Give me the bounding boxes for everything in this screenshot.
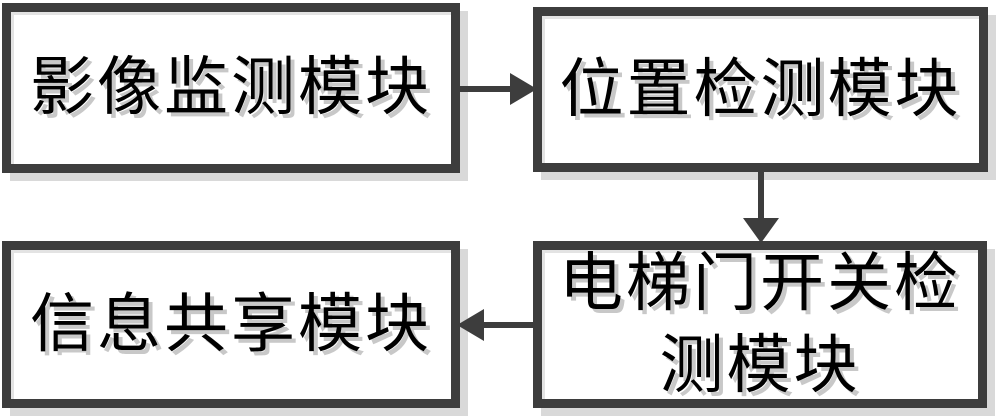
node-label: 影像监测模块 bbox=[30, 52, 432, 124]
arrow-position-to-elevator-door bbox=[743, 171, 779, 243]
arrowhead-right-icon bbox=[510, 73, 537, 105]
arrowhead-down-icon bbox=[743, 218, 779, 243]
node-image-monitoring-module: 影像监测模块 bbox=[2, 3, 460, 173]
arrow-image-to-position bbox=[458, 73, 537, 105]
arrow-elevator-door-to-information-sharing bbox=[457, 309, 536, 341]
node-label: 电梯门开关检 测模块 bbox=[559, 247, 961, 401]
arrowhead-left-icon bbox=[457, 309, 484, 341]
node-elevator-door-detection-module: 电梯门开关检 测模块 bbox=[533, 241, 987, 408]
node-position-detection-module: 位置检测模块 bbox=[533, 7, 988, 172]
node-label: 位置检测模块 bbox=[559, 53, 962, 125]
node-information-sharing-module: 信息共享模块 bbox=[2, 241, 460, 408]
node-label: 信息共享模块 bbox=[30, 288, 432, 360]
